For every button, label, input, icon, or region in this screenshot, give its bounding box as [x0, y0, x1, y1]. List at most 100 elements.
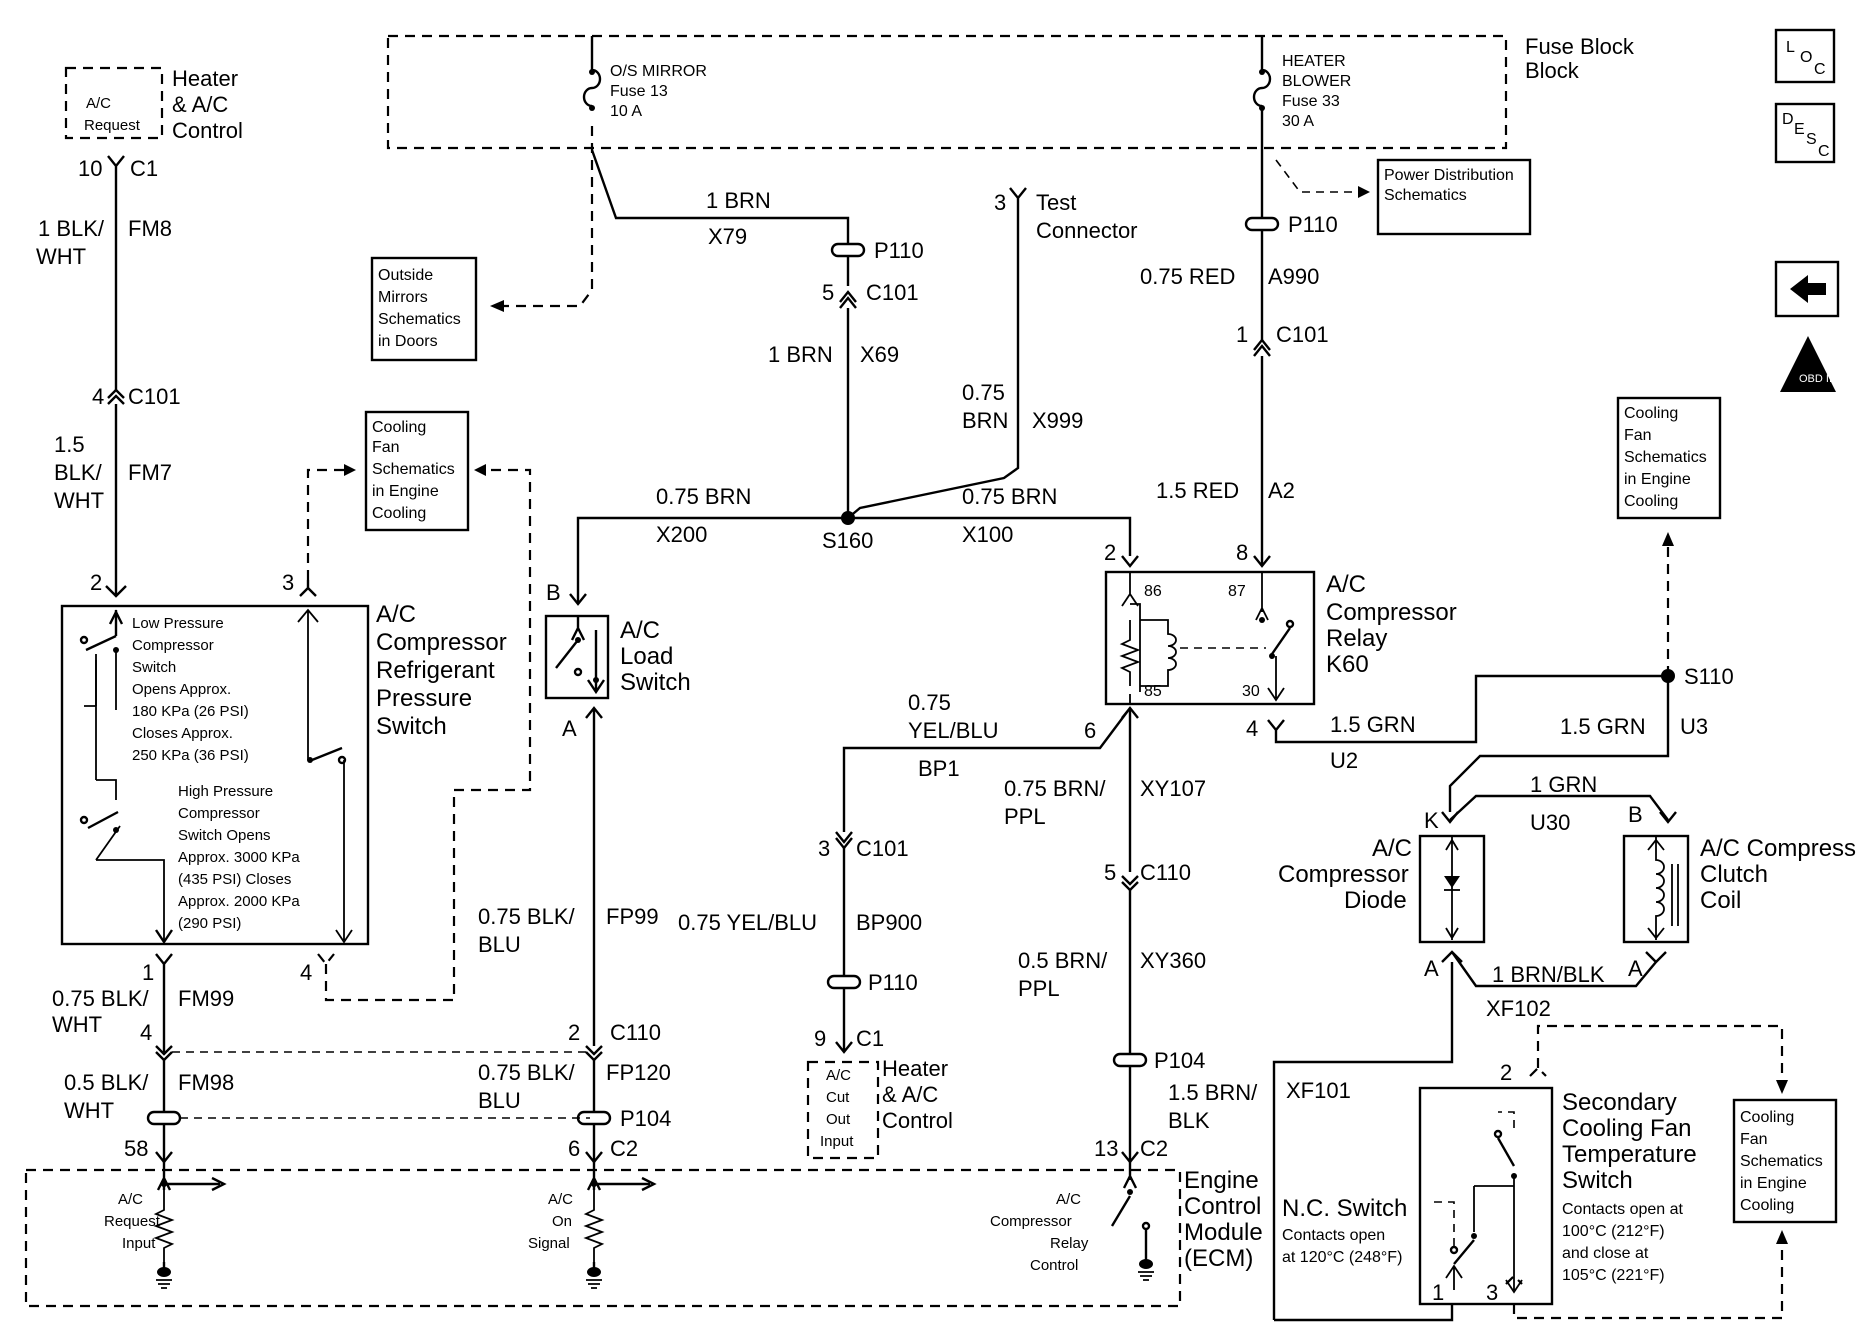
cooling-fan-ref-left[interactable]	[364, 410, 470, 532]
back-arrow-icon[interactable]	[1774, 260, 1840, 318]
svg-text:XF102: XF102	[1486, 996, 1551, 1021]
svg-text:Closes Approx.: Closes Approx.	[132, 725, 233, 742]
svg-text:FM98: FM98	[178, 1070, 234, 1095]
svg-text:BLK/: BLK/	[54, 460, 103, 485]
loc-nav-icon[interactable]	[1774, 28, 1836, 84]
fuse33-line4: 30 A	[1282, 113, 1314, 130]
fuse33-line1: HEATER	[1282, 53, 1346, 70]
svg-text:Input: Input	[820, 1133, 854, 1150]
svg-text:Opens Approx.: Opens Approx.	[132, 681, 231, 698]
svg-text:Request: Request	[104, 1213, 161, 1230]
svg-text:1.5: 1.5	[54, 432, 85, 457]
svg-text:Schematics: Schematics	[378, 311, 461, 328]
fm99-wire	[155, 953, 173, 1052]
svg-text:5: 5	[1104, 860, 1116, 885]
secondary-cooling-fan-temp-switch: 2 Secondary Cooling Fan Temperature Swit…	[1282, 1024, 1788, 1306]
svg-text:1.5 BRN/: 1.5 BRN/	[1168, 1080, 1258, 1105]
svg-text:P104: P104	[620, 1106, 671, 1131]
cooling-fan-ref-right-bottom[interactable]	[1732, 1098, 1838, 1224]
p104-right-connector	[1112, 1052, 1148, 1068]
svg-text:BLU: BLU	[478, 1088, 521, 1113]
fm8-circuit: FM8	[128, 216, 172, 241]
svg-text:4: 4	[1246, 716, 1258, 741]
obd-ii-icon[interactable]	[1780, 336, 1836, 392]
svg-text:3: 3	[282, 570, 294, 595]
svg-text:4: 4	[92, 384, 104, 409]
engine-control-module: Engine Control Module (ECM) A/C Request …	[24, 1162, 1263, 1308]
svg-text:Heater: Heater	[882, 1056, 948, 1081]
svg-text:Relay: Relay	[1050, 1235, 1089, 1252]
svg-text:Connector: Connector	[1036, 218, 1138, 243]
svg-text:Approx. 3000 KPa: Approx. 3000 KPa	[178, 849, 300, 866]
svg-text:13: 13	[1094, 1136, 1118, 1161]
svg-text:U2: U2	[1330, 748, 1358, 773]
svg-text:Schematics: Schematics	[372, 461, 455, 478]
outside-mirrors-ref[interactable]	[370, 256, 478, 362]
svg-text:at 120°C (248°F): at 120°C (248°F)	[1282, 1249, 1402, 1266]
svg-text:D: D	[1782, 111, 1794, 128]
fm8-color-1: 1 BLK/	[38, 216, 105, 241]
pressure-switch-box	[60, 604, 370, 946]
p104-left-connector-a	[146, 1110, 182, 1126]
svg-text:P110: P110	[868, 970, 918, 995]
a2-wire	[1253, 356, 1271, 568]
power-dist-ref[interactable]	[1376, 158, 1532, 236]
svg-text:0.75 BLK/: 0.75 BLK/	[478, 1060, 576, 1085]
svg-text:3: 3	[994, 190, 1006, 215]
svg-text:C110: C110	[1140, 860, 1191, 885]
svg-text:BLU: BLU	[478, 932, 521, 957]
power-dist-leader	[1275, 159, 1360, 193]
fm7-wire	[105, 404, 127, 598]
pressure-switch: 2 3 Low Pressure Compressor Switch Opens…	[60, 570, 507, 985]
svg-text:BP1: BP1	[918, 756, 960, 781]
pressure-switch-cooling-link	[317, 468, 532, 1002]
u30-wire	[1449, 794, 1669, 821]
svg-text:Signal: Signal	[528, 1235, 570, 1252]
svg-text:FP120: FP120	[606, 1060, 671, 1085]
svg-text:Control: Control	[172, 118, 243, 143]
svg-text:X200: X200	[656, 522, 707, 547]
svg-text:Switch: Switch	[1562, 1167, 1633, 1194]
svg-text:(ECM): (ECM)	[1184, 1245, 1253, 1272]
desc-nav-icon[interactable]	[1774, 102, 1836, 164]
svg-text:Compressor: Compressor	[178, 805, 260, 822]
svg-text:Cooling: Cooling	[1624, 493, 1678, 510]
svg-text:O: O	[1800, 49, 1812, 66]
svg-text:Module: Module	[1184, 1219, 1263, 1246]
svg-text:105°C (221°F): 105°C (221°F)	[1562, 1267, 1665, 1284]
svg-text:250 KPa (36 PSI): 250 KPa (36 PSI)	[132, 747, 249, 764]
svg-text:100°C (212°F): 100°C (212°F)	[1562, 1223, 1665, 1240]
svg-text:2: 2	[568, 1020, 580, 1045]
svg-text:4: 4	[300, 960, 312, 985]
svg-text:6: 6	[1084, 718, 1096, 743]
svg-text:U3: U3	[1680, 714, 1708, 739]
cooling-fan-ref-right-top[interactable]	[1616, 396, 1722, 520]
svg-text:P104: P104	[1154, 1048, 1205, 1073]
fuse33-line2: BLOWER	[1282, 73, 1351, 90]
c101-fm-connector	[107, 388, 125, 405]
svg-text:87: 87	[1228, 583, 1246, 600]
svg-text:in Engine: in Engine	[372, 483, 439, 500]
svg-text:Pressure: Pressure	[376, 685, 472, 712]
fuse13-icon	[582, 36, 602, 108]
svg-text:Refrigerant: Refrigerant	[376, 657, 495, 684]
svg-text:WHT: WHT	[52, 1012, 102, 1037]
svg-text:Relay: Relay	[1326, 625, 1387, 652]
svg-text:XF101: XF101	[1286, 1078, 1351, 1103]
heater-ac-control-bottom: A/C Cut Out Input Heater & A/C Control	[806, 1056, 953, 1160]
ecm-outline	[24, 1168, 1182, 1308]
svg-text:0.75 RED: 0.75 RED	[1140, 264, 1235, 289]
svg-text:B: B	[1628, 802, 1643, 827]
svg-text:Compressor: Compressor	[376, 629, 507, 656]
svg-text:10: 10	[78, 156, 102, 181]
svg-text:180 KPa (26 PSI): 180 KPa (26 PSI)	[132, 703, 249, 720]
svg-text:0.75 BRN: 0.75 BRN	[656, 484, 751, 509]
fuse-block: Fuse Block O/S MIRROR Fuse 13 10 A HEATE…	[386, 34, 1635, 150]
heater-ac-control-top: A/C Request Heater & A/C Control 10 C1	[64, 66, 243, 181]
svg-text:0.5 BRN/: 0.5 BRN/	[1018, 948, 1108, 973]
svg-text:Fan: Fan	[372, 439, 400, 456]
svg-text:1 BRN/BLK: 1 BRN/BLK	[1492, 962, 1605, 987]
svg-text:X69: X69	[860, 342, 899, 367]
svg-text:A/C: A/C	[376, 601, 416, 628]
